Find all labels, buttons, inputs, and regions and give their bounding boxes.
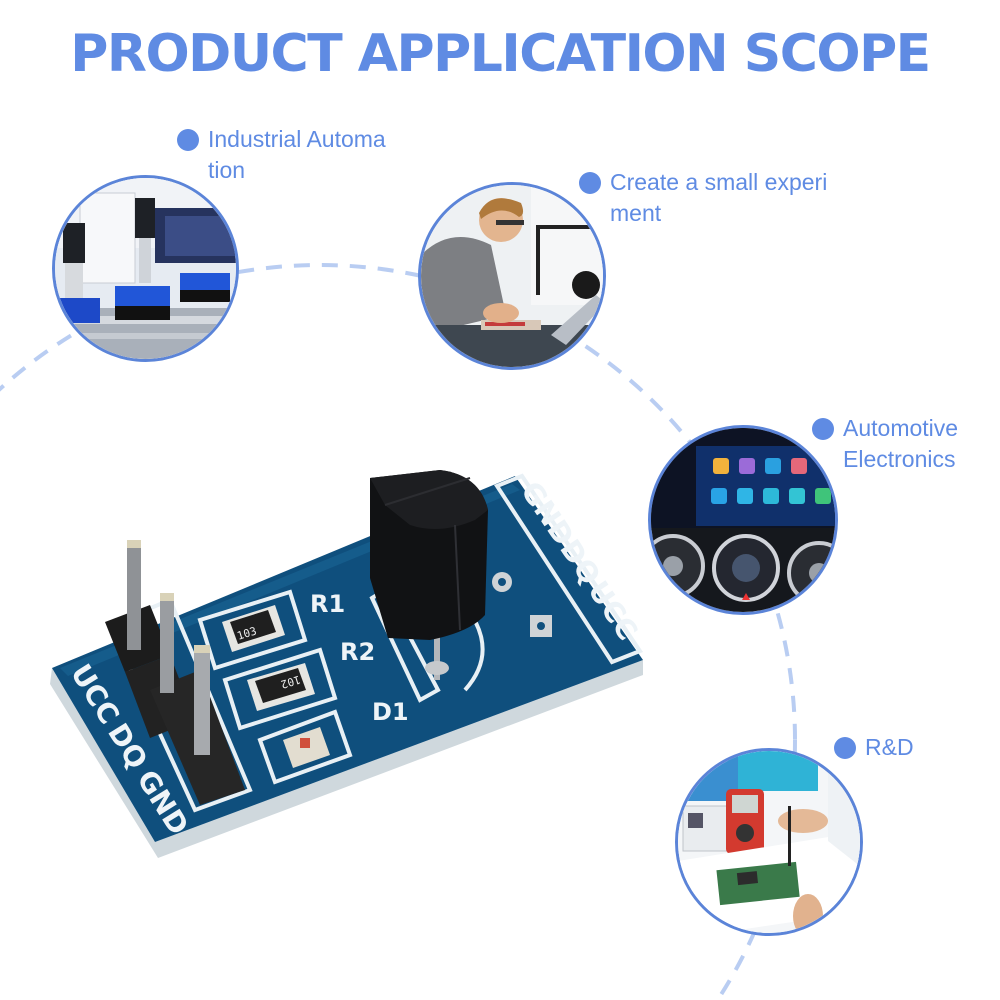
svg-text:102: 102 <box>279 673 302 691</box>
svg-text:D1: D1 <box>372 698 409 726</box>
industrial-automation-label: Industrial Automa tion <box>177 124 386 186</box>
svg-text:R2: R2 <box>340 638 375 666</box>
lab-soldering-illustration <box>678 751 860 933</box>
svg-text:103: 103 <box>235 624 258 642</box>
rnd-image <box>675 748 863 936</box>
small-experiment-label: Create a small experi ment <box>579 167 827 229</box>
svg-text:R1: R1 <box>310 590 345 618</box>
bullet-dot-icon <box>579 172 601 194</box>
page-title: PRODUCT APPLICATION SCOPE <box>70 24 931 84</box>
bullet-dot-icon <box>812 418 834 440</box>
to92-sensor <box>370 470 488 680</box>
bullet-dot-icon <box>177 129 199 151</box>
small-experiment-image <box>418 182 606 370</box>
rnd-label: R&D <box>834 732 914 763</box>
bullet-dot-icon <box>834 737 856 759</box>
pin-header <box>105 540 245 805</box>
automotive-electronics-label: Automotive Electronics <box>812 413 958 475</box>
